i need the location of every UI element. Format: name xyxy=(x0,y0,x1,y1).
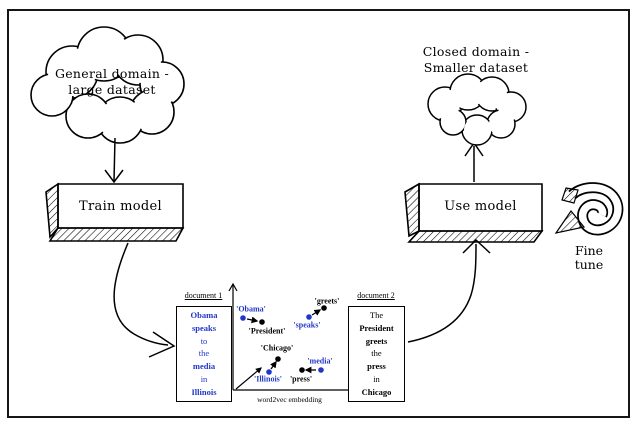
doc2-word: in xyxy=(373,374,380,385)
doc2-word: President xyxy=(359,322,394,333)
doc2-word: the xyxy=(371,348,382,359)
embedding-word-dot-media xyxy=(318,367,324,373)
use-to-cloud-arrow xyxy=(464,141,484,182)
train-model-box xyxy=(45,182,185,242)
word-mapping-arrow-illinois-chicago xyxy=(270,360,277,370)
doc2-title: document 2 xyxy=(357,291,395,300)
embedding-word-label-obama: 'Obama' xyxy=(236,304,266,314)
embedding-word-label-greets: 'greets' xyxy=(314,296,340,306)
diagonal-axis-arrow xyxy=(235,367,262,390)
embedding-word-dot-speaks xyxy=(306,314,312,320)
embedding-word-dot-president xyxy=(259,319,265,325)
doc1-word: the xyxy=(198,348,210,359)
fine-tune-label: Fine tune xyxy=(574,243,604,272)
use-model-label: Use model xyxy=(444,199,517,214)
doc2-word: The xyxy=(369,309,384,320)
embedding-dots-and-arrows xyxy=(240,305,327,375)
doc2-box: The President greets the press in Chicag… xyxy=(348,306,405,402)
train-to-embedding-arrow xyxy=(113,242,176,358)
doc1-word: to xyxy=(200,335,208,346)
general-domain-label: General domain - large dataset xyxy=(54,66,170,97)
embedding-word-label-press: 'press' xyxy=(289,374,313,384)
doc1-title: document 1 xyxy=(184,291,223,300)
embedding-word-dot-illinois xyxy=(266,369,272,375)
embedding-plot-axes xyxy=(228,282,357,395)
doc2-word: Chicago xyxy=(361,386,392,397)
doc2-word: greets xyxy=(365,335,388,346)
train-model-label: Train model xyxy=(79,199,162,214)
word-mapping-arrow-obama-president xyxy=(246,316,259,324)
doc1-word: in xyxy=(200,374,208,385)
embedding-word-label-chicago: 'Chicago' xyxy=(260,343,294,353)
fine-tune-icon xyxy=(554,182,624,236)
doc2-word: press xyxy=(367,361,386,372)
doc1-word: Illinois xyxy=(191,386,217,397)
embedding-word-dot-greets xyxy=(321,305,327,311)
x-axis-label: word2vec embedding xyxy=(257,395,322,404)
embedding-word-label-media: 'media' xyxy=(307,356,333,366)
general-domain-cloud-fill xyxy=(33,29,182,141)
word-mapping-arrow-speaks-greets xyxy=(311,309,322,316)
doc1-word: media xyxy=(192,361,216,372)
cloud-to-train-arrow xyxy=(104,137,124,184)
closed-domain-cloud-fill xyxy=(430,76,524,143)
embedding-word-dot-press xyxy=(299,367,305,373)
page-border xyxy=(7,9,630,418)
doc1-box: Obama speaks to the media in Illinois xyxy=(176,306,232,402)
embedding-word-label-president: 'President' xyxy=(248,326,286,336)
embedding-word-label-illinois: 'Illinois' xyxy=(253,374,283,384)
embedding-word-label-speaks: 'speaks' xyxy=(293,320,321,330)
closed-domain-label: Closed domain - Smaller dataset xyxy=(422,44,530,75)
doc1-word: speaks xyxy=(191,322,217,333)
embedding-to-use-arrow xyxy=(407,238,491,343)
use-model-box xyxy=(404,182,544,243)
embedding-word-dot-obama xyxy=(240,315,246,321)
embedding-word-dot-chicago xyxy=(275,356,281,362)
doc1-word: Obama xyxy=(190,309,218,320)
